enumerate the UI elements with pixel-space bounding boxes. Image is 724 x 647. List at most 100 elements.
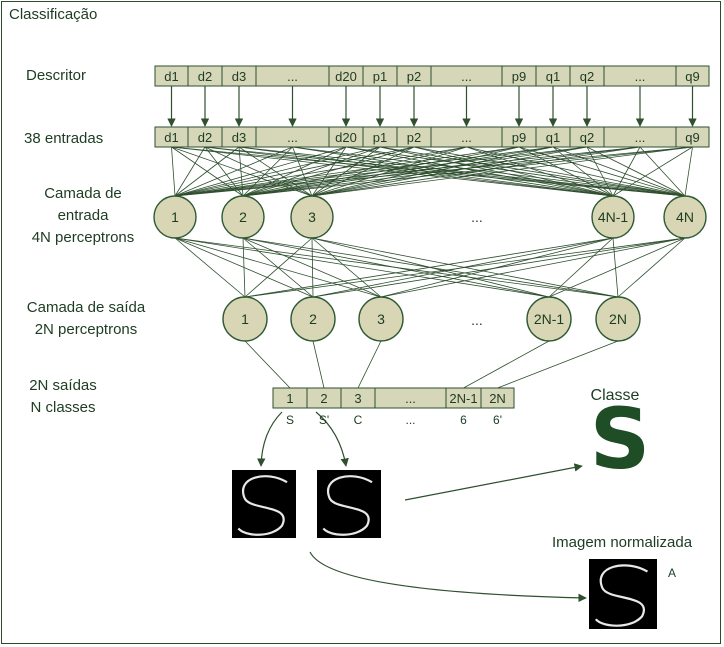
candidate-image-s-prime — [317, 470, 381, 538]
hidden-connection — [174, 237, 246, 298]
label-classe: Classe — [590, 387, 640, 404]
output-cell: 2N — [480, 387, 515, 409]
svg-text:d3: d3 — [232, 130, 246, 145]
output-cell: 2N-1 — [445, 387, 482, 409]
input-cell: q1 — [535, 126, 571, 148]
input-connection — [639, 146, 686, 197]
input-cell: d1 — [154, 126, 189, 148]
label-imagem-normalizada: Imagem normalizada — [551, 534, 693, 551]
svg-text:p2: p2 — [407, 69, 421, 84]
output-connection — [244, 340, 291, 389]
svg-text:1: 1 — [171, 209, 179, 225]
label-camada-entrada: Camada de entrada 4N perceptrons — [8, 183, 158, 249]
descriptor-cell: ... — [603, 65, 677, 87]
input-connection — [612, 146, 693, 197]
descriptor-cell: q9 — [675, 65, 710, 87]
svg-text:d2: d2 — [198, 69, 212, 84]
svg-text:...: ... — [287, 69, 298, 84]
descriptor-cell: d2 — [187, 65, 223, 87]
label-saidas: 2N saídas N classes — [8, 375, 118, 419]
input-connection — [174, 146, 554, 197]
output-class-label: 6' — [493, 413, 502, 427]
input-cell: d2 — [187, 126, 223, 148]
svg-text:4N: 4N — [676, 209, 694, 225]
input-cell: d20 — [328, 126, 364, 148]
descriptor-cell: ... — [255, 65, 330, 87]
input-connection — [518, 146, 614, 197]
svg-text:2N-1: 2N-1 — [449, 391, 477, 406]
hidden-connection — [380, 237, 686, 298]
descriptor-cell: d20 — [328, 65, 364, 87]
svg-text:q9: q9 — [685, 130, 699, 145]
svg-text:d20: d20 — [335, 130, 357, 145]
input-layer-node: 4N — [663, 195, 707, 239]
hidden-connection — [242, 237, 382, 298]
svg-text:d1: d1 — [164, 69, 178, 84]
input-connection — [311, 146, 588, 197]
output-class-label: 6 — [460, 413, 467, 427]
label-saidas-l2: N classes — [30, 399, 96, 416]
input-cell: p1 — [362, 126, 398, 148]
input-connection — [171, 146, 614, 197]
output-layer-node: 1 — [222, 296, 268, 342]
input-connection — [311, 146, 693, 197]
descriptor-cell: p2 — [396, 65, 432, 87]
svg-text:3: 3 — [377, 311, 385, 327]
svg-text:q1: q1 — [546, 130, 560, 145]
input-cell: ... — [255, 126, 330, 148]
hidden-connection — [617, 237, 686, 298]
input-connection — [242, 146, 588, 197]
label-camada-entrada-l1: Camada de — [44, 185, 122, 202]
input-connection — [242, 146, 554, 197]
output-layer-node: 2N — [595, 296, 641, 342]
arrow-to-normalized — [309, 551, 587, 603]
input-connection — [171, 146, 176, 197]
output-connection — [463, 340, 550, 389]
label-camada-saida-l2: 2N perceptrons — [34, 321, 138, 338]
input-connection — [586, 146, 614, 197]
svg-text:1: 1 — [241, 311, 249, 327]
label-entradas: 38 entradas — [24, 130, 104, 147]
descriptor-cell: ... — [430, 65, 503, 87]
label-camada-entrada-l2: entrada — [57, 207, 109, 224]
output-layer-node: 2N-1 — [526, 296, 572, 342]
output-layer-node: 2 — [290, 296, 336, 342]
input-layer-node: 4N-1 — [591, 195, 635, 239]
svg-text:p1: p1 — [373, 130, 387, 145]
input-connection — [242, 146, 693, 197]
svg-text:...: ... — [635, 69, 646, 84]
hidden-connection — [311, 237, 382, 298]
svg-text:2N: 2N — [609, 311, 627, 327]
svg-text:...: ... — [461, 130, 472, 145]
input-connection — [612, 146, 641, 197]
svg-text:d1: d1 — [164, 130, 178, 145]
input-layer-node: 2 — [221, 195, 265, 239]
input-connection — [242, 146, 467, 197]
output-class-label: S' — [319, 413, 329, 427]
hidden-connection — [312, 237, 686, 298]
input-connection — [204, 146, 686, 197]
svg-text:...: ... — [461, 69, 472, 84]
input-connection — [684, 146, 693, 197]
input-connection — [242, 146, 415, 197]
input-connection — [174, 146, 293, 197]
descriptor-cell: q1 — [535, 65, 571, 87]
label-descritor: Descritor — [26, 67, 87, 84]
descriptor-cell: p9 — [501, 65, 537, 87]
input-connection — [311, 146, 641, 197]
input-layer-ellipsis: ... — [471, 209, 483, 225]
input-cell: q9 — [675, 126, 710, 148]
svg-text:2: 2 — [320, 391, 327, 406]
svg-text:d20: d20 — [335, 69, 357, 84]
svg-text:1: 1 — [286, 391, 293, 406]
output-cell: ... — [374, 387, 447, 409]
normalized-image — [589, 559, 657, 629]
arrow-to-class — [404, 463, 583, 501]
svg-text:2N-1: 2N-1 — [534, 311, 565, 327]
class-letter: S — [589, 390, 651, 488]
svg-text:p2: p2 — [407, 130, 421, 145]
svg-text:3: 3 — [354, 391, 361, 406]
descriptor-cell: p1 — [362, 65, 398, 87]
input-connection — [174, 146, 240, 197]
